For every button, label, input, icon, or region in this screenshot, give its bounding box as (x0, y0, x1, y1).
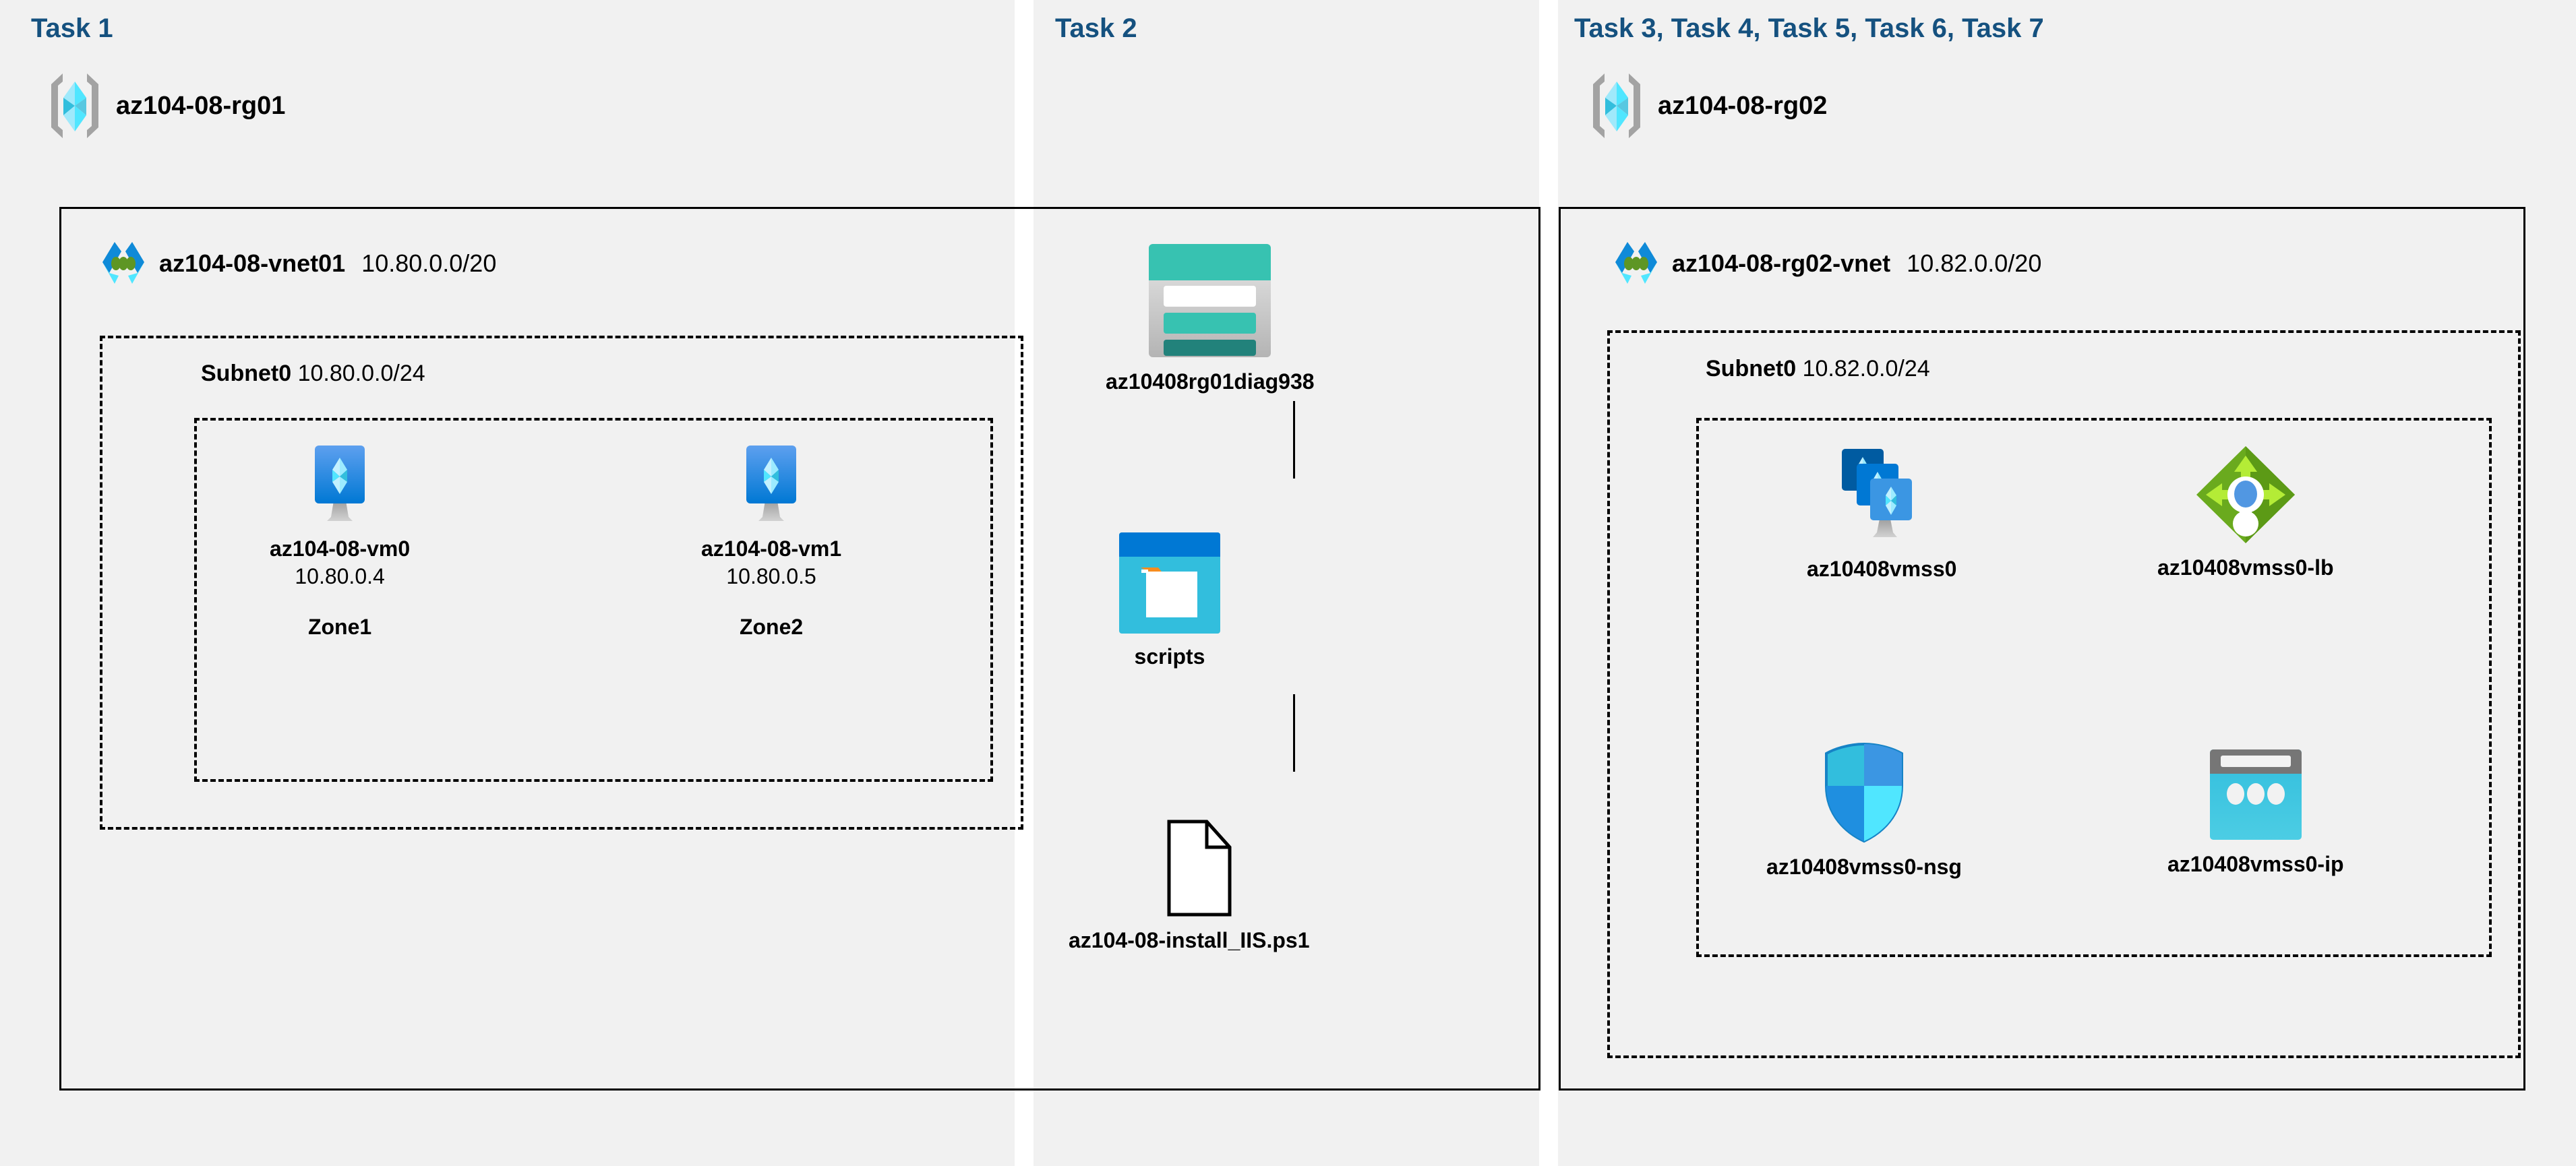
public-ip-address-icon (2209, 748, 2303, 841)
vm-az104-08-vm1: az104-08-vm1 10.80.0.5 Zone2 (701, 441, 841, 640)
subnet0-vnet01-boundary (100, 336, 1023, 830)
vm-az104-08-vm0-ip: 10.80.0.4 (295, 563, 385, 588)
vm-scale-set-icon (1831, 445, 1932, 546)
load-balancer-label: az10408vmss0-lb (2157, 555, 2334, 580)
vmss-label: az10408vmss0 (1807, 557, 1957, 581)
vm-az104-08-vm0-zone: Zone1 (307, 614, 372, 639)
availability-zones-boundary (194, 418, 993, 782)
task-3-to-7-title: Task 3, Task 4, Task 5, Task 6, Task 7 (1574, 13, 2044, 43)
resource-group-rg02: az104-08-rg02 (1588, 71, 1827, 141)
load-balancer-node: az10408vmss0-lb (2157, 445, 2334, 582)
resource-group-icon (1588, 71, 1646, 141)
storage-account-label: az10408rg01diag938 (1106, 369, 1315, 394)
virtual-machine-icon (734, 441, 808, 526)
public-ip-address-label: az10408vmss0-ip (2167, 852, 2344, 876)
resource-group-rg01: az104-08-rg01 (46, 71, 285, 141)
subnet0-vnet02-label: Subnet0 10.82.0.0/24 (1706, 356, 1930, 382)
vnet01-cidr: 10.80.0.0/20 (361, 249, 497, 277)
vnet01-boundary (59, 207, 1540, 1091)
blob-container-label: scripts (1134, 644, 1205, 669)
vm-az104-08-vm1-zone: Zone2 (739, 614, 804, 639)
subnet0-vnet02-cidr: 10.82.0.0/24 (1802, 356, 1930, 381)
vmss-resources-boundary (1696, 418, 2492, 957)
network-security-group-node: az10408vmss0-nsg (1766, 741, 1962, 881)
subnet0-vnet01-label: Subnet0 10.80.0.0/24 (201, 361, 425, 387)
network-security-group-icon (1821, 741, 1907, 844)
vm-az104-08-vm0-label: az104-08-vm0 (270, 536, 411, 561)
task-3-panel (1558, 0, 2576, 1166)
vnet01-name: az104-08-vnet01 (159, 249, 346, 277)
virtual-network-icon (1610, 239, 1663, 288)
vm-az104-08-vm1-label: az104-08-vm1 (701, 536, 842, 561)
task-2-panel (1034, 0, 1539, 1166)
subnet0-vnet02-boundary (1607, 330, 2521, 1058)
blob-container-icon (1119, 532, 1220, 634)
file-icon (1145, 819, 1234, 917)
virtual-network-icon (97, 239, 150, 288)
task-1-title: Task 1 (31, 13, 113, 43)
resource-group-rg01-label: az104-08-rg01 (116, 91, 286, 120)
subnet0-vnet01-name: Subnet0 (201, 361, 292, 386)
container-to-file-connector (1293, 694, 1295, 772)
resource-group-rg02-label: az104-08-rg02 (1658, 91, 1828, 120)
vnet02-name: az104-08-rg02-vnet (1672, 249, 1891, 277)
virtual-machine-icon (303, 441, 377, 526)
vm-az104-08-vm0: az104-08-vm0 10.80.0.4 Zone1 (270, 441, 410, 640)
vmss-node: az10408vmss0 (1807, 445, 1956, 583)
ps1-file-node: az104-08-install_IIS.ps1 (1069, 819, 1310, 954)
network-security-group-label: az10408vmss0-nsg (1766, 855, 1962, 879)
public-ip-address-node: az10408vmss0-ip (2167, 748, 2344, 878)
vnet02-cidr: 10.82.0.0/20 (1907, 249, 2042, 277)
vnet01-header: az104-08-vnet01 10.80.0.0/20 (97, 239, 496, 288)
storage-account-icon (1147, 243, 1272, 359)
storage-to-container-connector (1293, 401, 1295, 479)
vnet02-boundary (1559, 207, 2525, 1091)
storage-account-node: az10408rg01diag938 (1106, 243, 1315, 396)
task-2-title: Task 2 (1055, 13, 1137, 43)
vm-az104-08-vm1-ip: 10.80.0.5 (726, 563, 816, 588)
subnet0-vnet01-cidr: 10.80.0.0/24 (297, 361, 425, 386)
load-balancer-icon (2195, 445, 2296, 545)
task-1-panel (0, 0, 1015, 1166)
subnet0-vnet02-name: Subnet0 (1706, 356, 1797, 381)
resource-group-icon (46, 71, 104, 141)
ps1-file-label: az104-08-install_IIS.ps1 (1069, 928, 1310, 952)
blob-container-node: scripts (1119, 532, 1220, 671)
vnet02-header: az104-08-rg02-vnet 10.82.0.0/20 (1610, 239, 2041, 288)
